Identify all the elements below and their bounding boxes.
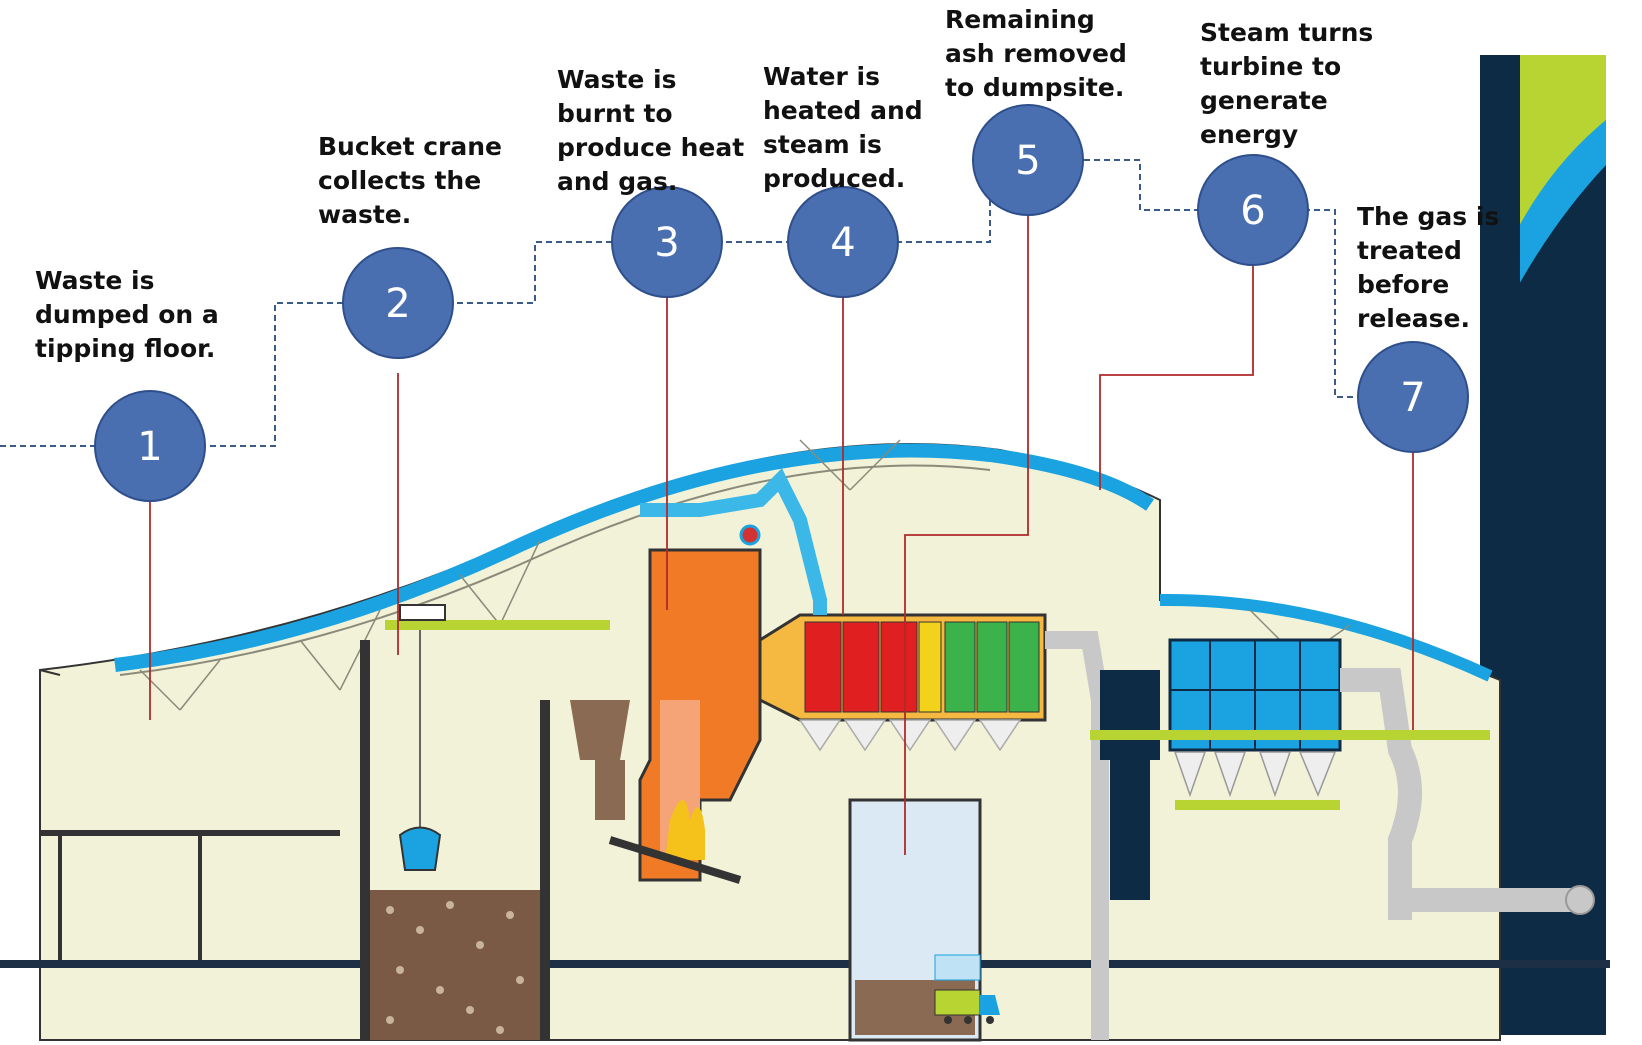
step-6-number: 6 <box>1240 188 1265 234</box>
step-4-label: Water is heated and steam is produced. <box>763 60 923 196</box>
step-3-number: 3 <box>654 220 679 266</box>
step-6-label: Steam turns turbine to generate energy <box>1200 16 1373 152</box>
step-1-circle: 1 <box>95 391 205 501</box>
step-2-circle: 2 <box>343 248 453 358</box>
step-4-number: 4 <box>830 220 855 266</box>
step-7-number: 7 <box>1400 375 1425 421</box>
step-1-number: 1 <box>137 424 162 470</box>
step-5-label: Remaining ash removed to dumpsite. <box>945 3 1127 105</box>
step-5-circle: 5 <box>973 105 1083 215</box>
step-7-circle: 7 <box>1358 342 1468 452</box>
step-7-label: The gas is treated before release. <box>1357 200 1499 336</box>
step-5-number: 5 <box>1015 138 1040 184</box>
step-2-label: Bucket crane collects the waste. <box>318 130 502 232</box>
step-4-circle: 4 <box>788 187 898 297</box>
step-2-number: 2 <box>385 281 410 327</box>
step-3-circle: 3 <box>612 187 722 297</box>
step-1-label: Waste is dumped on a tipping floor. <box>35 264 219 366</box>
ash-truck <box>935 990 1000 1024</box>
step-3-label: Waste is burnt to produce heat and gas. <box>557 63 744 199</box>
step-6-circle: 6 <box>1198 155 1308 265</box>
